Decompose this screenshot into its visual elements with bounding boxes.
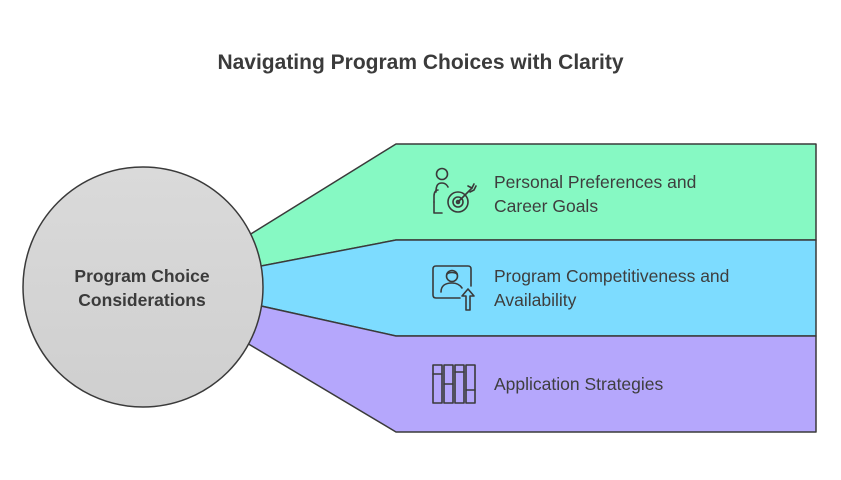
center-label: Program Choice Considerations (40, 264, 244, 312)
columns-icon (432, 364, 476, 404)
band-label-line2: Career Goals (494, 196, 599, 216)
band-label-line1: Program Competitiveness and (494, 266, 730, 286)
band-label-line1: Application Strategies (494, 374, 664, 394)
person-target-icon (433, 167, 477, 214)
diagram-title: Navigating Program Choices with Clarity (217, 51, 624, 74)
center-label-line1: Program Choice (74, 266, 210, 286)
band-label-application-strategies: Application Strategies (494, 372, 663, 396)
center-circle (22, 166, 264, 408)
band-label-line1: Personal Preferences and (494, 172, 697, 192)
profile-arrow-up-icon (432, 265, 475, 311)
band-label-line2: Availability (494, 290, 577, 310)
band-label-program-competitiveness: Program Competitiveness and Availability (494, 264, 729, 312)
band-label-personal-preferences: Personal Preferences and Career Goals (494, 170, 696, 218)
center-label-line2: Considerations (78, 290, 206, 310)
